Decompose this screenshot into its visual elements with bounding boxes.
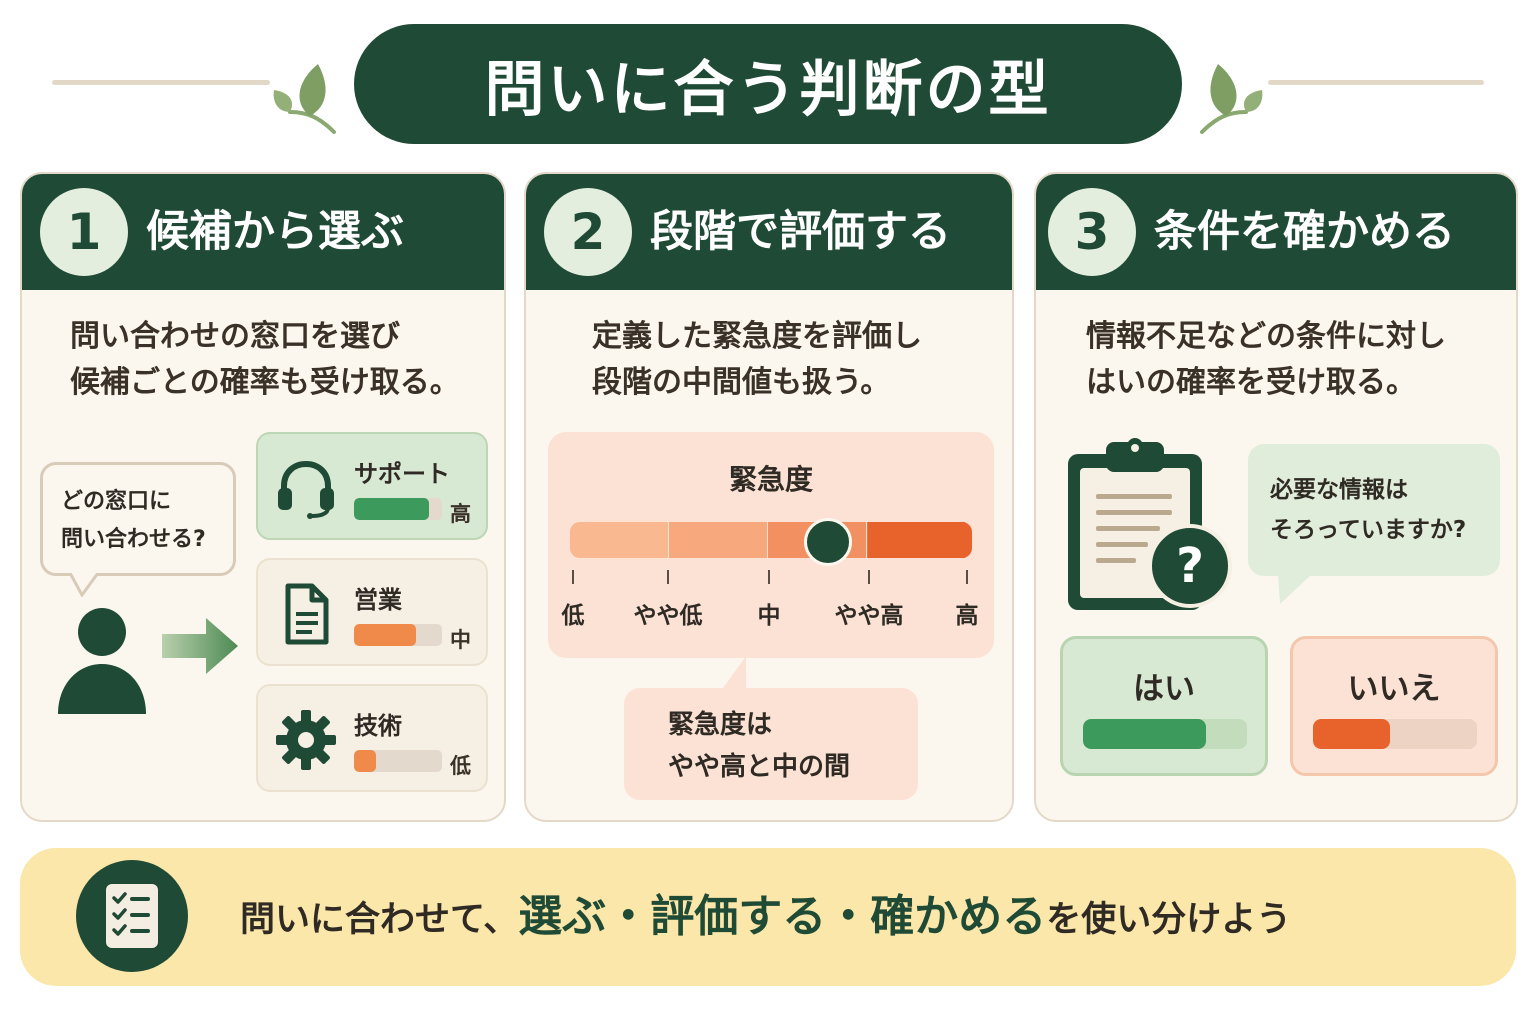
page-title: 問いに合う判断の型 [354, 24, 1182, 144]
panel-title: 条件を確かめる [1154, 207, 1455, 257]
description-line: 情報不足などの条件に対し [1086, 319, 1446, 354]
summary-emphasis: 選ぶ・評価する・確かめる [518, 891, 1047, 942]
scale-marker[interactable] [804, 518, 852, 566]
condition-line: そろっていますか? [1270, 517, 1467, 543]
result-bubble-tail [720, 656, 746, 692]
option-label: 技術 [354, 712, 402, 740]
panel-description: 定義した緊急度を評価し 段階の中間値も扱う。 [592, 314, 922, 406]
no-probability-fill [1313, 719, 1391, 749]
option-score-fill [354, 498, 429, 520]
option-level: 中 [450, 628, 471, 652]
condition-line: 必要な情報は [1270, 477, 1408, 503]
scale-tick [768, 570, 770, 584]
question-bubble-tail [68, 573, 100, 597]
option-score-bar [354, 750, 442, 772]
scale-label: やや高 [834, 603, 904, 629]
summary-prefix: 問いに合わせて、 [240, 900, 519, 940]
panel-header: 3 条件を確かめる [1036, 174, 1516, 290]
question-line: どの窓口に [61, 489, 172, 514]
option-level: 高 [450, 502, 471, 526]
condition-bubble: 必要な情報は そろっていますか? [1248, 444, 1500, 576]
option-card-support[interactable]: サポート 高 [256, 432, 488, 540]
leaf-left-icon [273, 64, 336, 134]
question-line: 問い合わせる? [61, 527, 206, 552]
step-number: 2 [544, 188, 632, 276]
description-line: 定義した緊急度を評価し [592, 319, 922, 354]
panel-title: 段階で評価する [650, 207, 951, 257]
scale-tick [572, 570, 574, 584]
option-score-bar [354, 498, 442, 520]
no-label: いいえ [1347, 671, 1441, 707]
step-number: 3 [1048, 188, 1136, 276]
leaf-right-icon [1200, 64, 1263, 134]
yes-probability-fill [1083, 719, 1206, 749]
checklist-glyph [106, 884, 158, 948]
yes-probability-bar [1083, 719, 1247, 749]
panel-confirm: 3 条件を確かめる 情報不足などの条件に対し はいの確率を受け取る。 ? 必要な… [1034, 172, 1518, 822]
step-number: 1 [40, 188, 128, 276]
panel-description: 問い合わせの窓口を選び 候補ごとの確率も受け取る。 [70, 314, 460, 406]
clipboard-question-icon: ? [1068, 438, 1232, 610]
scale-segment-high [868, 522, 972, 558]
scale-label: 低 [561, 603, 585, 629]
option-card-tech[interactable]: 技術 低 [256, 684, 488, 792]
option-level: 低 [450, 754, 471, 778]
scale-label: やや低 [633, 603, 703, 629]
option-card-sales[interactable]: 営業 中 [256, 558, 488, 666]
svg-text:?: ? [1176, 538, 1204, 594]
yes-choice[interactable]: はい [1060, 636, 1268, 776]
summary-banner: 問いに合わせて、選ぶ・評価する・確かめるを使い分けよう [20, 848, 1516, 986]
result-line: 緊急度は [668, 710, 773, 740]
description-line: 段階の中間値も扱う。 [592, 365, 891, 400]
question-bubble: どの窓口に 問い合わせる? [40, 462, 236, 576]
option-score-bar [354, 624, 442, 646]
scale-title: 緊急度 [728, 463, 813, 496]
panel-header: 2 段階で評価する [526, 174, 1012, 290]
condition-bubble-tail [1278, 574, 1312, 604]
yes-label: はい [1133, 671, 1195, 707]
scale-tick [667, 570, 669, 584]
result-bubble: 緊急度は やや高と中の間 [624, 688, 918, 800]
description-line: 候補ごとの確率も受け取る。 [70, 365, 460, 400]
summary-text: 問いに合わせて、選ぶ・評価する・確かめるを使い分けよう [240, 848, 1291, 986]
scale-tick [966, 570, 968, 584]
option-label: 営業 [354, 586, 402, 614]
arrow-right-icon [162, 618, 238, 674]
panel-description: 情報不足などの条件に対し はいの確率を受け取る。 [1086, 314, 1446, 406]
urgency-scale: 緊急度 低 やや低 中 やや高 高 [548, 432, 994, 658]
option-label: サポート [354, 460, 450, 488]
gear-icon [276, 710, 336, 770]
panel-title: 候補から選ぶ [146, 207, 404, 257]
scale-tick [868, 570, 870, 584]
panel-header: 1 候補から選ぶ [22, 174, 504, 290]
scale-label: 高 [955, 603, 979, 629]
description-line: 問い合わせの窓口を選び [70, 319, 400, 354]
no-choice[interactable]: いいえ [1290, 636, 1498, 776]
result-line: やや高と中の間 [668, 752, 851, 782]
document-icon [285, 583, 329, 645]
no-probability-bar [1313, 719, 1477, 749]
headset-icon [278, 460, 334, 519]
scale-segment-mid-low [669, 522, 767, 558]
title-line-right [1268, 80, 1484, 85]
option-score-fill [354, 750, 376, 772]
panel-rate: 2 段階で評価する 定義した緊急度を評価し 段階の中間値も扱う。 緊急度 低 や… [524, 172, 1014, 822]
checklist-icon [76, 860, 188, 972]
summary-suffix: を使い分けよう [1046, 900, 1292, 940]
scale-segment-low [570, 522, 668, 558]
description-line: はいの確率を受け取る。 [1086, 365, 1416, 400]
scale-label: 中 [757, 603, 781, 629]
panel-choose: 1 候補から選ぶ 問い合わせの窓口を選び 候補ごとの確率も受け取る。 どの窓口に… [20, 172, 506, 822]
option-score-fill [354, 624, 416, 646]
title-line-left [52, 80, 270, 85]
person-icon [58, 608, 146, 714]
